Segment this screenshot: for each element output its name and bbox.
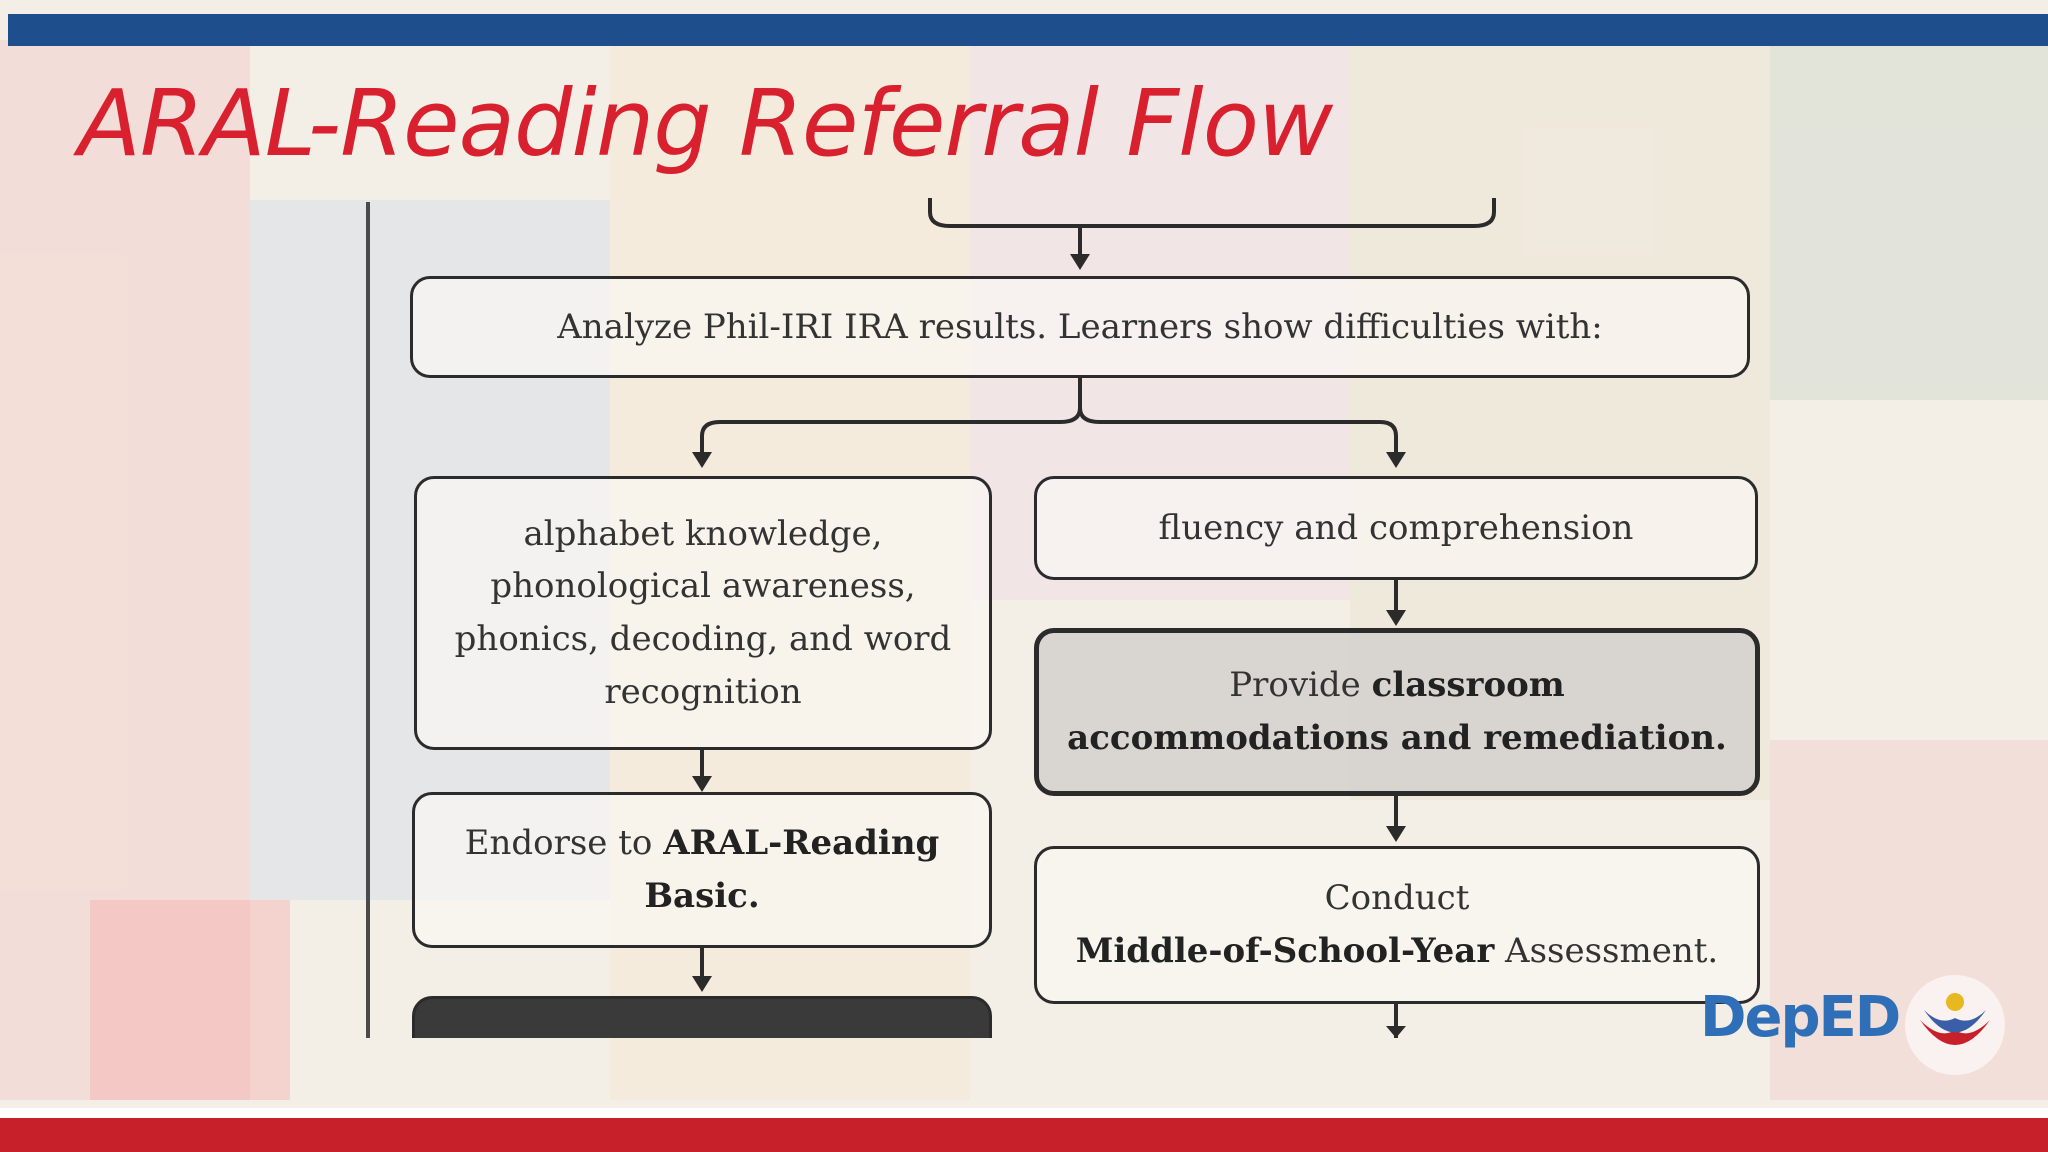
- arrow-down-icon: [1386, 610, 1406, 626]
- arrow-down-icon: [692, 452, 712, 468]
- provide-text-prefix: Provide: [1229, 665, 1372, 706]
- flowchart: Analyze Phil-IRI IRA results. Learners s…: [360, 196, 1780, 1038]
- conduct-text-line2: Middle-of-School-Year Assessment.: [1076, 925, 1719, 978]
- analyze-results-text: Analyze Phil-IRI IRA results. Learners s…: [557, 306, 1603, 347]
- conduct-text-suffix: Assessment.: [1494, 931, 1719, 971]
- endorse-text-bold: ARAL-Reading Basic.: [644, 823, 940, 916]
- arrow-down-icon: [692, 776, 712, 792]
- right-difficulty-text: fluency and comprehension: [1158, 507, 1634, 548]
- bottom-strip: [0, 1108, 2048, 1118]
- vertical-divider-line: [366, 202, 370, 1038]
- right-difficulty-box: fluency and comprehension: [1034, 476, 1758, 580]
- conduct-assessment-box: Conduct Middle-of-School-Year Assessment…: [1034, 846, 1760, 1004]
- bg-block: [90, 900, 290, 1100]
- arrow-down-icon: [692, 976, 712, 992]
- flow-connectors: [692, 198, 1496, 1038]
- conduct-text-line1: Conduct: [1324, 878, 1470, 919]
- conduct-text-bold: Middle-of-School-Year: [1075, 931, 1495, 971]
- next-step-box: [412, 996, 992, 1038]
- arrow-down-icon: [1386, 826, 1406, 842]
- bg-block: [0, 40, 250, 1100]
- connector-to-right-branch: [1078, 407, 1398, 458]
- provide-text-bold: classroom accommodations and remediation…: [1067, 665, 1727, 758]
- endorse-text-prefix: Endorse to: [464, 823, 664, 864]
- left-difficulty-text: alphabet knowledge, phonological awarene…: [454, 513, 952, 712]
- arrow-down-icon: [1386, 1026, 1406, 1038]
- provide-accommodations-box: Provide classroom accommodations and rem…: [1034, 628, 1760, 796]
- endorse-text: Endorse to ARAL-Reading Basic.: [439, 817, 965, 922]
- top-bracket-connector: [928, 198, 1496, 228]
- slide-title: ARAL-Reading Referral Flow: [78, 70, 1333, 177]
- endorse-box: Endorse to ARAL-Reading Basic.: [412, 792, 992, 948]
- left-difficulty-box: alphabet knowledge, phonological awarene…: [414, 476, 992, 750]
- deped-logo: DepED: [1700, 985, 1901, 1050]
- bg-block: [1770, 40, 2048, 400]
- top-banner-bar: [8, 14, 2048, 46]
- arrow-down-icon: [1070, 254, 1090, 270]
- provide-text: Provide classroom accommodations and rem…: [1063, 659, 1731, 764]
- arrow-down-icon: [1386, 452, 1406, 468]
- analyze-results-box: Analyze Phil-IRI IRA results. Learners s…: [410, 276, 1750, 378]
- seal-icon: [1905, 975, 2005, 1075]
- bottom-banner-bar: [0, 1118, 2048, 1152]
- connector-to-left-branch: [700, 378, 1082, 458]
